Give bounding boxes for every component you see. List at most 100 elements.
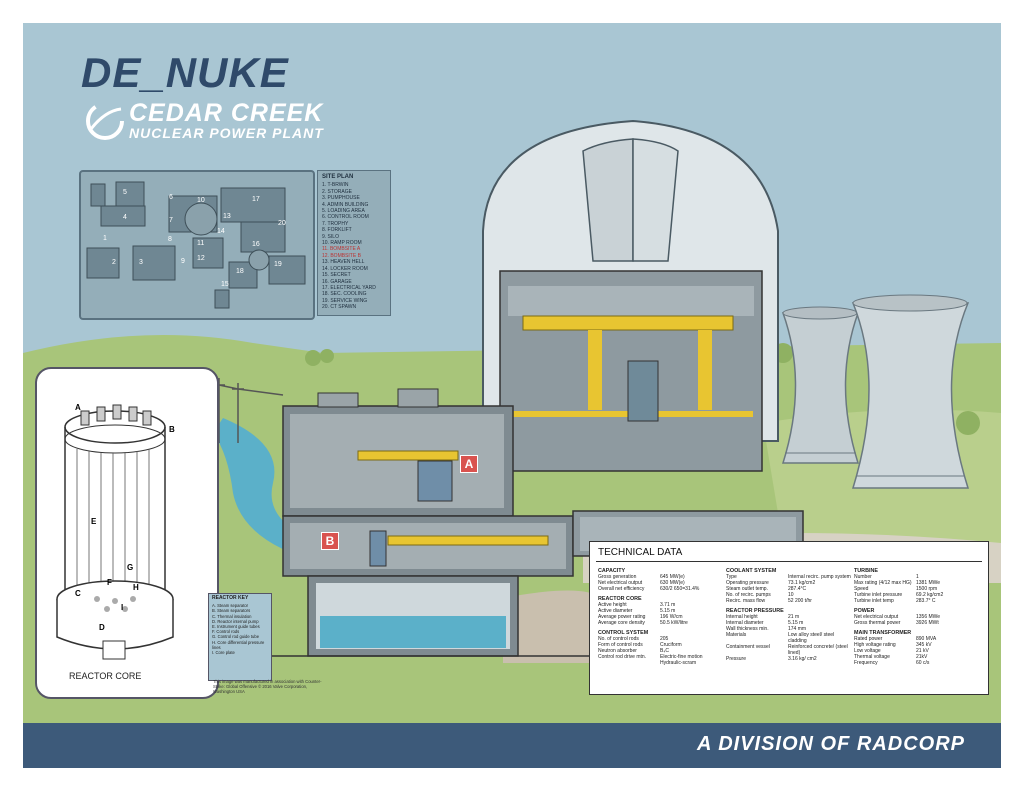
data-key: Thermal voltage <box>854 654 890 660</box>
data-row: Gross thermal power 3926 MWt <box>854 620 980 626</box>
data-row: Containment vessel Reinforced concrete/ (… <box>726 644 852 656</box>
data-key: Pressure <box>726 656 747 662</box>
key-item: I. Core plate <box>212 650 235 656</box>
core-letter-e: E <box>91 517 97 526</box>
data-value: 73.1 kg/cm2 <box>788 580 816 586</box>
data-value: 283.7° C <box>916 598 936 604</box>
site-plan-number-2: 2 <box>112 259 116 266</box>
site-plan-number-3: 3 <box>139 259 143 266</box>
data-value: 52 200 t/hr <box>788 598 812 604</box>
site-plan-number-10: 10 <box>197 197 205 204</box>
data-key: Turbine inlet temp <box>854 598 894 604</box>
data-row: Net electrical output 1356 MWe <box>854 614 980 620</box>
data-value: 3.71 m <box>660 602 676 608</box>
data-value: 205 <box>660 636 669 642</box>
credit-text: This image was manufactured in associati… <box>213 679 322 694</box>
site-plan-number-14: 14 <box>217 228 225 235</box>
poster: A B DE_NUKE CEDAR CREEK NUCLEAR POWER PL… <box>23 23 1001 768</box>
legend-item-bombsite-a: 11. BOMBSITE A <box>322 246 361 253</box>
data-row: Frequency 60 c/s <box>854 660 980 666</box>
data-value: 1 <box>916 574 919 580</box>
legend-item: 20. CT SPAWN <box>322 304 357 311</box>
data-value: Reinforced concrete/ (steel lined) <box>788 644 848 656</box>
site-plan-number-18: 18 <box>236 268 244 275</box>
legend-item: 1. T-BRWIN <box>322 182 349 189</box>
key-item: A. Steam separator <box>212 603 249 609</box>
data-key: Control rod drive mtn. <box>598 654 647 660</box>
data-value: 50.5 kW/litre <box>660 620 688 626</box>
data-key: Low voltage <box>854 648 881 654</box>
bombsite-a-label: A <box>460 455 478 473</box>
key-item: G. Control rod guide tube <box>212 634 260 640</box>
data-value: 630/2 650=31.4% <box>660 586 700 592</box>
data-value: 3926 MWt <box>916 620 939 626</box>
data-value: 21 kV <box>916 648 929 654</box>
data-row: Overall net efficiency 630/2 650=31.4% <box>598 586 724 592</box>
data-key: Operating pressure <box>726 580 769 586</box>
data-key: Gross thermal power <box>854 620 901 626</box>
section-heading: CONTROL SYSTEM <box>598 630 649 636</box>
reactor-core-panel <box>35 367 219 699</box>
data-value: 630 MW(e) <box>660 580 685 586</box>
data-key: High voltage rating <box>854 642 896 648</box>
data-value: 1500 rpm <box>916 586 938 592</box>
data-value: Low alloy steel/ steel cladding <box>788 632 835 644</box>
site-plan-number-12: 12 <box>197 255 205 262</box>
swoosh-logo-icon <box>86 102 124 140</box>
data-value: 60 c/s <box>916 660 930 666</box>
legend-item: 9. SILO <box>322 233 339 240</box>
data-key: Active diameter <box>598 608 633 614</box>
data-value: 69.2 kg/cm2 <box>916 592 944 598</box>
legend-item: 13. HEAVEN HELL <box>322 259 365 266</box>
bombsite-b-label: B <box>321 532 339 550</box>
key-item: C. Thermal insulation <box>212 613 252 619</box>
site-plan-number-4: 4 <box>123 214 127 221</box>
core-letter-b: B <box>169 425 175 434</box>
legend-item: 18. SEC. COOLING <box>322 291 367 298</box>
core-letter-g: G <box>127 563 134 572</box>
data-value: 890 MVA <box>916 636 937 642</box>
footer-text: A DIVISION OF RADCORP <box>696 733 965 755</box>
cooling-towers-illustration <box>781 294 970 489</box>
reactor-core-label: REACTOR CORE <box>69 671 142 681</box>
legend-item: 16. GARAGE <box>322 278 352 285</box>
divider <box>596 561 982 562</box>
data-key: Overall net efficiency <box>598 586 645 592</box>
site-plan-number-16: 16 <box>252 241 260 248</box>
legend-item: 3. PUMPHOUSE <box>322 195 360 202</box>
legend-item: 6. CONTROL ROOM <box>322 214 369 221</box>
data-key: No. of control rods <box>598 636 639 642</box>
data-key: Materials <box>726 632 747 638</box>
section-heading: CAPACITY <box>598 568 626 574</box>
data-row: Wall thickness min.174 mm <box>726 626 852 632</box>
site-plan-number-17: 17 <box>252 196 260 203</box>
reactor-core-drawing <box>56 404 174 660</box>
legend-item: 7. TROPHY <box>322 220 349 227</box>
data-row: Turbine inlet temp 283.7° C <box>854 598 980 604</box>
data-key: Frequency <box>854 660 878 666</box>
core-letter-f: F <box>107 578 112 587</box>
data-key: Number <box>854 574 872 580</box>
data-key: Internal diameter <box>726 620 764 626</box>
section-heading: POWER <box>854 608 875 614</box>
core-letter-d: D <box>99 623 105 632</box>
data-value: 1356 MWe <box>916 614 941 620</box>
data-key: Net electrical output <box>854 614 899 620</box>
core-letter-h: H <box>133 583 139 592</box>
data-key: Internal height <box>726 614 758 620</box>
data-key: Containment vessel <box>726 644 770 650</box>
legend-item: 15. SECRET <box>322 272 351 279</box>
legend-item: 17. ELECTRICAL YARD <box>322 284 376 291</box>
section-heading: MAIN TRANSFORMER <box>854 630 912 636</box>
